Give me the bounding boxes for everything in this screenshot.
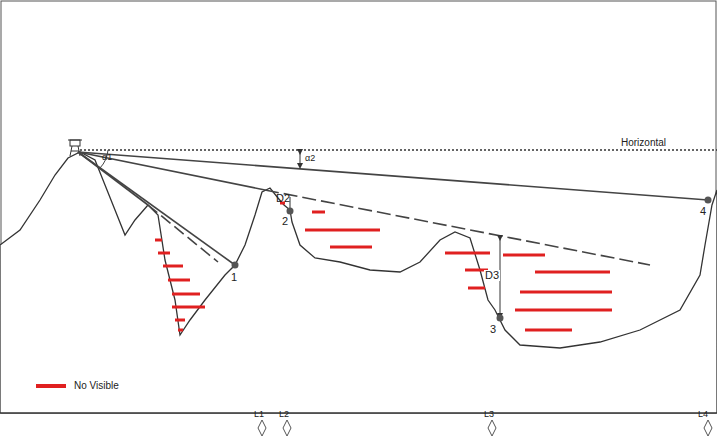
terrain	[0, 152, 717, 413]
distance-label: L4	[698, 410, 708, 419]
horizontal-line	[80, 149, 717, 150]
not-visible-hatch	[155, 203, 612, 330]
frame	[1, 1, 716, 413]
legend-text: No Visible	[74, 380, 119, 391]
axis-label: Horizontal	[620, 138, 667, 148]
callout-number: 3	[490, 324, 496, 335]
depth-label: D2	[276, 193, 290, 204]
angle-arrow	[300, 152, 301, 166]
distance-markers	[258, 420, 712, 436]
distance-label: L3	[484, 410, 494, 419]
depth-label: D3	[484, 270, 500, 281]
sight-lines	[78, 152, 708, 265]
legend-swatch	[36, 384, 66, 388]
callout-number: 4	[700, 206, 706, 217]
points	[232, 197, 712, 322]
distance-label: L2	[279, 410, 289, 419]
angle-label: α2	[305, 154, 315, 163]
callout-number: 1	[231, 272, 237, 283]
legend-row: No Visible	[36, 380, 119, 391]
callout-number: 2	[282, 216, 288, 227]
distance-label: L1	[254, 410, 264, 419]
angle-label: α1	[102, 153, 112, 162]
